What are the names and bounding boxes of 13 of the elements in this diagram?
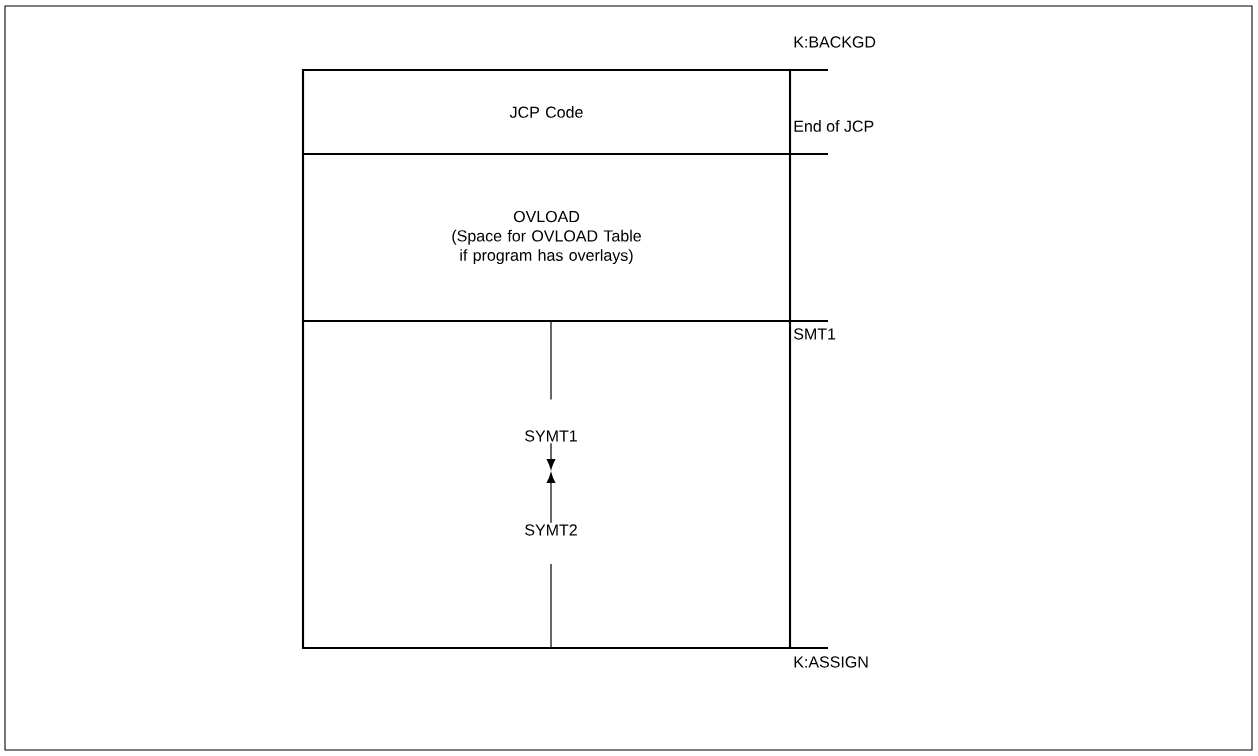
memory-region: OVLOAD (Space for OVLOAD Table if program has overlays) [301, 152, 792, 323]
connector-line [550, 319, 552, 400]
address-label: SMT1 [794, 328, 836, 340]
connector-line [550, 563, 552, 650]
memory-region: JCP Code [301, 68, 792, 156]
pointer-label: SYMT1 [525, 430, 577, 442]
address-label: K:ASSIGN [794, 656, 868, 668]
pointer-label: SYMT2 [525, 524, 577, 536]
arrow [546, 472, 556, 524]
address-label: End of JCP [794, 120, 874, 132]
memory-region [301, 319, 792, 650]
address-label: K:BACKGD [794, 36, 876, 48]
arrow [546, 442, 556, 470]
